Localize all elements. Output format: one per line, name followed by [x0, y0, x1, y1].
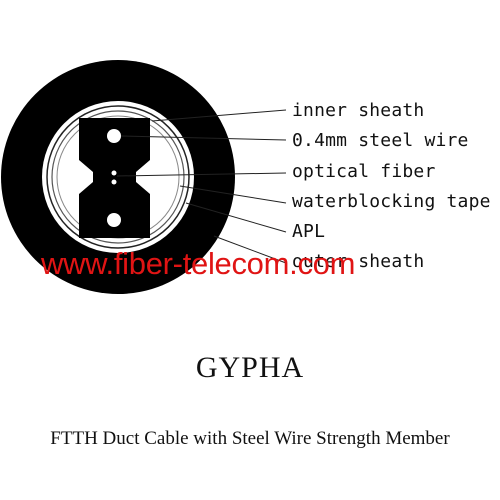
- label-waterblocking-tape: waterblocking tape: [292, 191, 491, 212]
- leader-outer-sheath: [213, 235, 287, 264]
- leader-apl: [185, 202, 287, 233]
- model-title: GYPHA: [195, 351, 305, 384]
- bottom-steel-wire: [107, 213, 121, 227]
- waterblocking-tape-ring: [51, 110, 185, 244]
- label-apl: APL: [292, 221, 326, 242]
- leader-waterblocking-tape: [179, 185, 287, 204]
- optical-fiber-lower: [111, 179, 117, 185]
- label-steel-wire: 0.4mm steel wire: [292, 130, 469, 151]
- label-inner-sheath: inner sheath: [292, 100, 425, 121]
- optical-fiber-upper: [111, 170, 117, 176]
- drop-cable-element: [79, 118, 150, 238]
- website-watermark: www.fiber-telecom.com: [41, 246, 356, 281]
- top-steel-wire: [107, 129, 121, 143]
- label-optical-fiber: optical fiber: [292, 161, 436, 182]
- product-caption: FTTH Duct Cable with Steel Wire Strength…: [50, 428, 450, 449]
- leader-inner-sheath: [151, 109, 287, 122]
- leader-steel-wire: [120, 135, 287, 141]
- leader-optical-fiber: [116, 172, 287, 177]
- steel-wire-ring-outer: [46, 105, 190, 249]
- label-outer-sheath: outer sheath: [292, 251, 425, 272]
